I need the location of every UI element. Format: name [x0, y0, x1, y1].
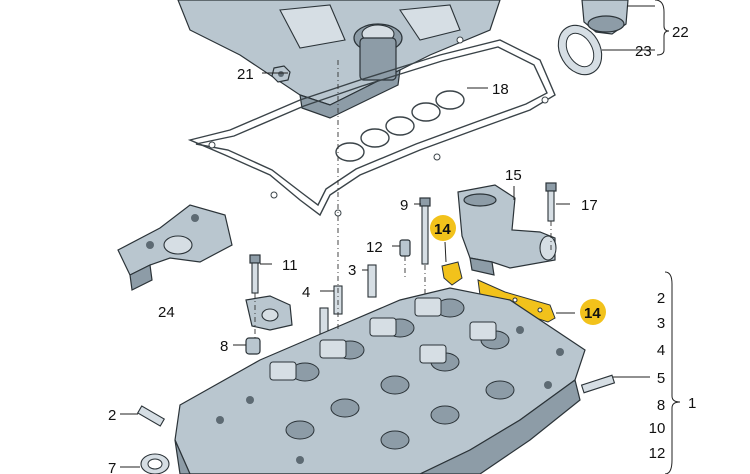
- callout-24: 24: [158, 304, 175, 321]
- callout-14-circle-b: [580, 299, 606, 325]
- callout-18: 18: [492, 81, 509, 98]
- bolt-12: [399, 239, 411, 257]
- callout-12: 12: [366, 239, 383, 256]
- stud-3: [367, 264, 377, 298]
- callout-9: 9: [400, 197, 408, 214]
- bolt-9: [419, 197, 431, 265]
- bearing-cap-24: [117, 204, 233, 291]
- leader-lines: [120, 0, 681, 474]
- callout-17: 17: [581, 197, 598, 214]
- callout-14-circle-a: [430, 215, 456, 241]
- callout-23: 23: [635, 43, 652, 60]
- seal-wedge-14: [441, 261, 463, 286]
- callout-11: 11: [282, 257, 298, 274]
- breather-cap: [581, 0, 629, 35]
- callout-22: 22: [672, 24, 689, 41]
- callout-15: 15: [505, 167, 522, 184]
- bolt-11: [249, 254, 261, 294]
- callout-3: 3: [348, 262, 356, 279]
- right-callout-column: 2 3 4 5 8 10 12: [649, 290, 666, 462]
- valve-cover-gasket: [187, 36, 556, 217]
- right-callout-5: 5: [657, 370, 665, 387]
- right-callout-3: 3: [657, 315, 665, 332]
- callout-8: 8: [220, 338, 228, 355]
- callout-14-a: 14: [434, 221, 451, 238]
- callout-2-left: 2: [108, 407, 116, 424]
- right-callout-4: 4: [657, 342, 665, 359]
- callout-4: 4: [302, 284, 310, 301]
- bolt-17: [545, 182, 557, 222]
- stud-2-left: [136, 405, 166, 427]
- cylinder-head: [140, 287, 586, 474]
- bearing-bracket: [245, 295, 293, 331]
- callout-7: 7: [108, 460, 116, 474]
- camshaft-adjuster-15: [457, 184, 557, 276]
- seal-ring-23: [557, 24, 603, 76]
- right-callout-2: 2: [657, 290, 665, 307]
- callout-14-b: 14: [584, 305, 601, 322]
- stud-5-right: [580, 374, 616, 394]
- callout-21: 21: [237, 66, 254, 83]
- right-callout-12: 12: [649, 445, 666, 462]
- right-callout-10: 10: [649, 420, 666, 437]
- nut-8: [245, 337, 261, 355]
- callout-1: 1: [688, 395, 696, 412]
- valve-cover: [177, 0, 501, 119]
- right-callout-8: 8: [657, 397, 665, 414]
- assembly-lines: [254, 60, 552, 338]
